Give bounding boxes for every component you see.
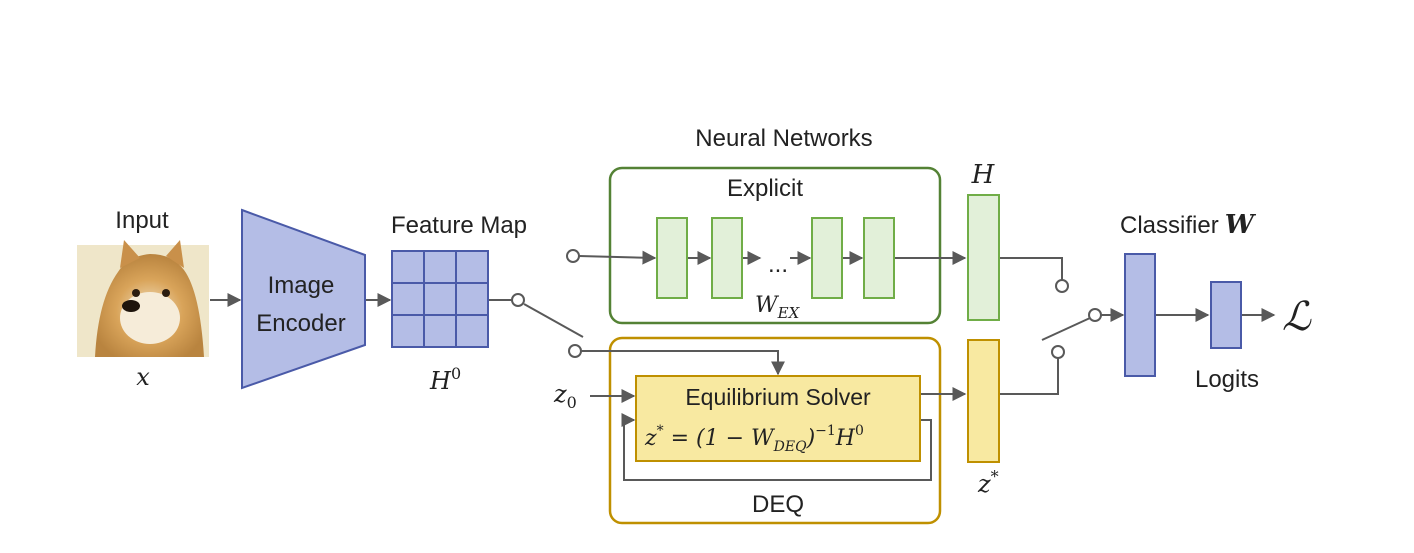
arrow-to-layer-1: [578, 250, 657, 265]
zstar-output: [967, 339, 1000, 463]
equilibrium-solver: [635, 375, 921, 462]
explicit-label: Explicit: [727, 175, 803, 202]
feature-map-grid: [391, 250, 489, 348]
h-output: [967, 194, 1000, 321]
deq-box: [608, 336, 942, 525]
switch-lever-right: [1041, 317, 1091, 341]
feature-map-label: Feature Map: [391, 212, 527, 239]
zstar-label: z*: [977, 467, 999, 498]
logits-block: [1210, 281, 1242, 349]
explicit-layer-2: [711, 217, 743, 299]
ellipsis-label: ...: [768, 251, 788, 278]
solver-feedback-loop: [621, 413, 932, 481]
zstar-output-line: [1000, 358, 1059, 395]
h0-label: H0: [429, 364, 461, 395]
switch-contact-deq: [568, 344, 582, 358]
solver-equation: z* = (1 − WDEQ)−1H0: [644, 423, 864, 455]
encoder-label-line1: Image: [268, 272, 335, 299]
switch-contact-explicit: [566, 249, 580, 263]
switch-pivot-right: [1088, 308, 1102, 322]
input-variable: x: [136, 363, 150, 391]
arrow-to-solver: [581, 350, 785, 376]
switch-lever-left: [523, 303, 584, 338]
image-encoder: [241, 208, 366, 390]
neural-networks-title: Neural Networks: [695, 125, 872, 152]
logits-label: Logits: [1195, 366, 1259, 393]
solver-title: Equilibrium Solver: [685, 384, 871, 410]
explicit-box: [608, 166, 942, 325]
explicit-layer-4: [863, 217, 895, 299]
switch-contact-zstar: [1051, 345, 1065, 359]
switch-contact-h: [1055, 279, 1069, 293]
explicit-layer-3: [811, 217, 843, 299]
dog-photo-icon: [77, 240, 209, 357]
switch-pivot-left: [511, 293, 525, 307]
z0-label: z0: [553, 380, 577, 412]
h-output-line: [1000, 257, 1063, 280]
loss-label: ℒ: [1282, 294, 1312, 340]
h-label: H: [971, 160, 996, 190]
w-ex-label: WEX: [755, 293, 801, 322]
encoder-label-line2: Encoder: [256, 310, 345, 337]
explicit-layer-1: [656, 217, 688, 299]
deq-label: DEQ: [752, 491, 804, 518]
classifier-block: [1124, 253, 1156, 377]
input-label: Input: [115, 207, 169, 234]
